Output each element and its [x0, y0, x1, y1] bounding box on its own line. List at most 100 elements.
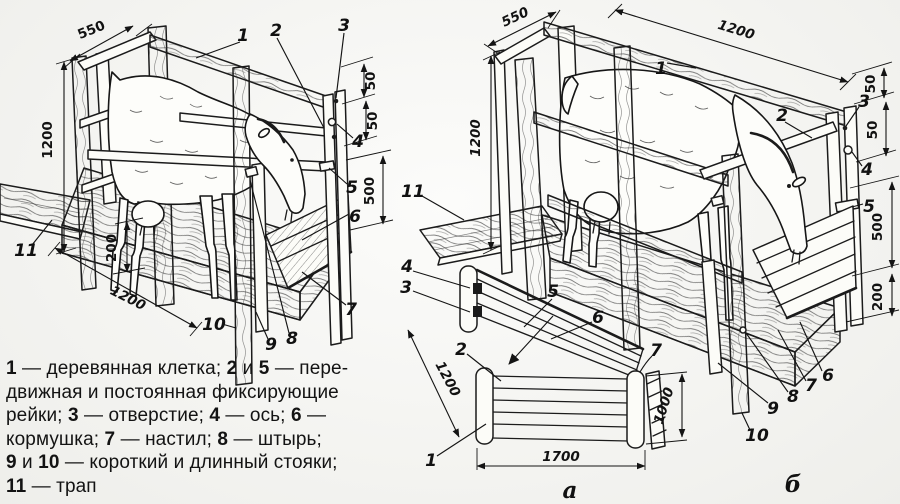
pin-left-view [244, 165, 259, 178]
legend-text: 1 — деревянная клетка; 2 и 5 — пере-движ… [6, 357, 442, 498]
dim-500-right: 500 [849, 175, 900, 277]
goat-head-left-view [244, 113, 306, 223]
legend-line: 1 — деревянная клетка; 2 и 5 — пере- [6, 358, 349, 379]
goat-horn-right [749, 131, 795, 174]
gate-detail-view: 1200 1700 1000 4 3 2 1 5 6 7 а [400, 257, 688, 504]
part-label-3-left: 3 [338, 16, 350, 36]
axis-bolt-right-view [843, 145, 853, 155]
gate-left-post-detail [475, 367, 494, 445]
leader-lines-right [421, 62, 864, 431]
dim-50a-right-label: 50 [863, 75, 879, 94]
hole-left-view [333, 98, 339, 104]
part-label-4-right: 4 [860, 160, 873, 180]
closed-gate-detail [475, 367, 667, 450]
left-post-right-view [514, 57, 547, 301]
part-label-1-right: 1 [655, 59, 667, 79]
goat-tail-right [561, 75, 579, 115]
leader-lines-detail [412, 270, 653, 457]
part-label-6-right: 6 [822, 366, 834, 386]
hole-right-view [842, 125, 848, 131]
dim-1200-left-vert-label: 1200 [40, 121, 56, 159]
short-stand-right-view [701, 259, 723, 375]
dim-1700-detail: 1700 [476, 448, 646, 470]
dim-50-50-left: 50 50 [340, 56, 381, 147]
stanchion-post-b-left-view [334, 89, 353, 341]
legend-line: 11 — трап [6, 475, 97, 497]
goat-beard-right [791, 249, 801, 265]
dim-50-50-right: 50 50 [851, 61, 897, 163]
pin2-right-view [739, 326, 747, 334]
dim-1200-right-top-label: 1200 [716, 17, 757, 43]
swing-arrow-detail [508, 315, 554, 365]
dim-200-left-label: 200 [104, 234, 120, 262]
hinge-clip-upper-detail [473, 283, 482, 294]
dim-50b-left-label: 50 [365, 112, 381, 131]
part-label-3-detail: 3 [400, 278, 412, 298]
goat-horn-left [256, 117, 286, 144]
goat-udder-left [131, 200, 165, 228]
part-label-9-left: 9 [265, 335, 277, 355]
legend-line: рейки; 3 — отверстие; 4 — ось; 6 — [6, 405, 327, 426]
long-stand-right-view [721, 153, 750, 415]
view-label-b: б [785, 471, 802, 498]
wall-hatch-detail [645, 370, 667, 450]
part-label-5-detail: 5 [547, 282, 559, 302]
part-label-7-detail: 7 [650, 341, 662, 361]
part-label-2-left: 2 [270, 21, 282, 41]
part-label-11-left: 11 [14, 241, 38, 261]
part-label-10-left: 10 [202, 315, 226, 335]
part-label-1-detail: 1 [425, 451, 437, 471]
dim-50b-right-label: 50 [865, 121, 881, 140]
goat-beard-left [284, 209, 293, 223]
dim-550-left-label: 550 [75, 18, 107, 43]
dim-500-right-label: 500 [870, 213, 886, 241]
dim-1200-left-bottom-label: 1200 [107, 283, 148, 314]
part-label-8-left: 8 [286, 329, 298, 349]
part-label-4-left: 4 [351, 132, 364, 152]
goat-head-right-view [731, 94, 808, 265]
dim-500-left: 500 [345, 149, 394, 231]
part-label-7-left: 7 [345, 300, 357, 320]
dim-200-right-label: 200 [870, 283, 886, 311]
dim-500-left-label: 500 [362, 177, 378, 205]
long-stand-left-view [232, 65, 253, 386]
part-label-9-right: 9 [767, 399, 779, 419]
goat-eye-left [290, 158, 294, 162]
part-label-7-right: 7 [805, 376, 817, 396]
hinge-clip-lower-detail [473, 306, 482, 317]
gate-right-post-detail [626, 370, 645, 449]
goat-eye-right [787, 184, 791, 188]
part-label-8-right: 8 [787, 387, 799, 407]
dim-1200-right-left: 1200 [468, 51, 501, 255]
part-label-10-right: 10 [745, 426, 769, 446]
pivot-post-detail [459, 265, 478, 333]
part-label-4-detail: 4 [400, 257, 413, 277]
goat-ear-left [257, 127, 271, 139]
stanchion-post-a-left-view [322, 93, 342, 346]
part-label-6-detail: 6 [592, 308, 604, 328]
left-view: 550 1200 50 50 500 200 1200 [0, 16, 394, 386]
legend-line: 9 и 10 — короткий и длинный стояки; [6, 452, 338, 473]
part-label-3-right: 3 [858, 92, 870, 112]
dim-1200-right-left-label: 1200 [468, 119, 484, 157]
hole2-left-view [331, 134, 337, 140]
legend-line: кормушка; 7 — настил; 8 — штырь; [6, 428, 322, 450]
part-label-5-left: 5 [346, 178, 358, 198]
pin-right-view [710, 194, 725, 207]
leader-lines-left [31, 32, 354, 340]
part-label-5-right: 5 [863, 197, 875, 217]
legend-line: движная и постоянная фиксирующие [6, 381, 339, 403]
dim-200-right: 200 [845, 273, 900, 323]
part-label-1-left: 1 [237, 26, 249, 46]
axis-bolt-left-view [327, 117, 337, 127]
dim-1700-detail-label: 1700 [542, 449, 580, 465]
part-label-11-right: 11 [401, 182, 425, 202]
corner-edge-post-right-view [493, 49, 513, 275]
part-label-6-left: 6 [349, 207, 361, 227]
rail-bracket-left-view [318, 160, 336, 172]
goat-ear-right [791, 176, 807, 188]
right-view: 5 50 1200 1200 50 50 500 200 [401, 3, 900, 498]
part-label-2-right: 2 [776, 106, 788, 126]
